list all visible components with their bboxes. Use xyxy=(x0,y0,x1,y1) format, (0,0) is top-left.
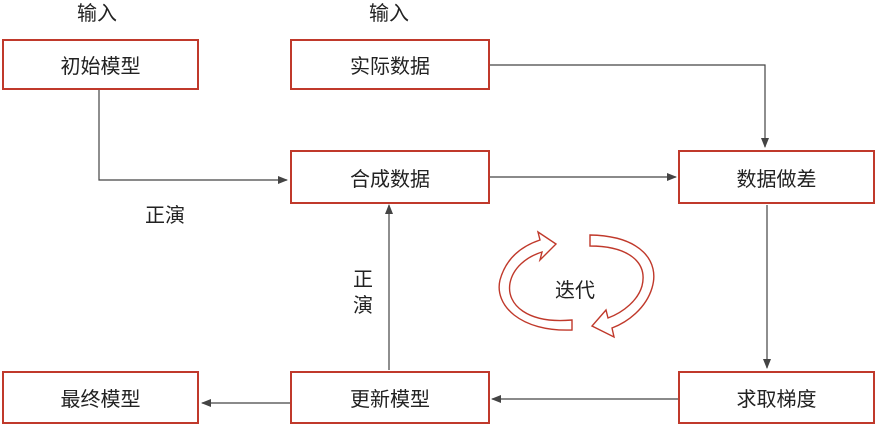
iterate-label: 迭代 xyxy=(555,278,595,302)
input-label-mid: 输入 xyxy=(369,1,409,25)
input-label-left: 输入 xyxy=(77,1,117,25)
node-final-model: 最终模型 xyxy=(2,371,199,424)
arrow-initial-to-synthetic xyxy=(98,90,288,184)
node-actual-data: 实际数据 xyxy=(290,39,490,90)
node-data-difference: 数据做差 xyxy=(678,150,875,204)
node-initial-model: 初始模型 xyxy=(2,39,199,90)
node-update-model: 更新模型 xyxy=(290,371,490,424)
iteration-cycle-icon xyxy=(498,230,655,339)
arrow-actual-to-difference xyxy=(490,64,769,148)
forward-label-vertical: 正 演 xyxy=(352,266,374,318)
node-gradient: 求取梯度 xyxy=(678,371,875,424)
forward-label-horizontal: 正演 xyxy=(145,203,185,227)
forward-char-2: 演 xyxy=(353,293,373,317)
forward-char-1: 正 xyxy=(353,267,373,291)
node-synthetic-data: 合成数据 xyxy=(290,150,490,204)
